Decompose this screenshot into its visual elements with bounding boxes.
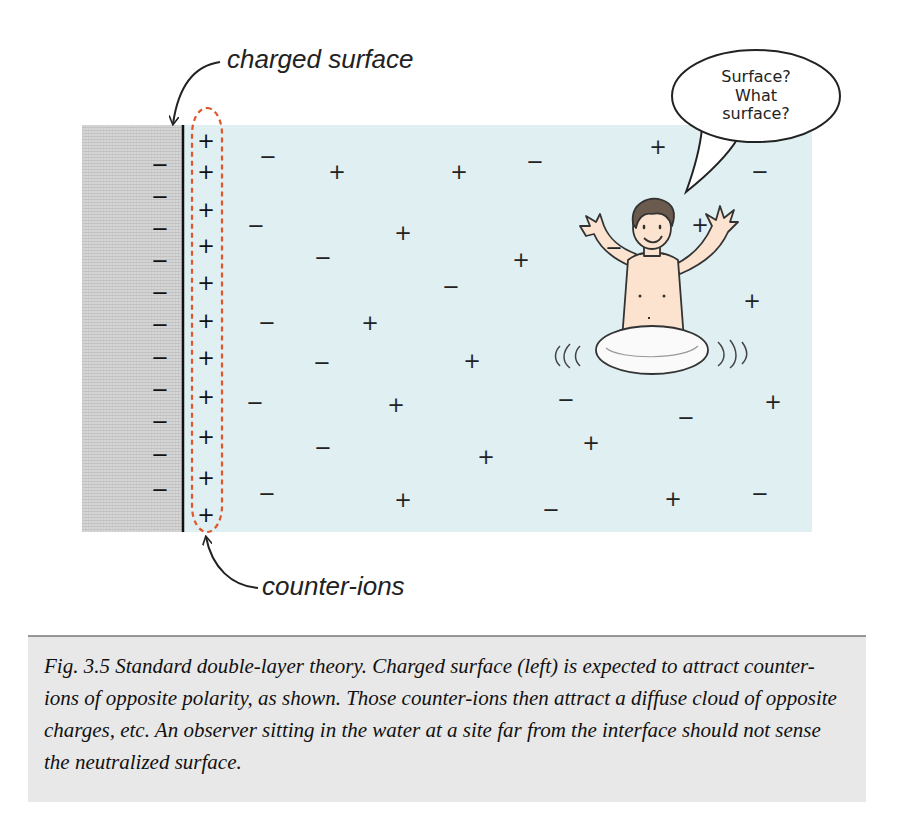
charge-sign: + xyxy=(197,200,215,221)
charge-sign: − xyxy=(151,155,169,176)
charge-sign: + xyxy=(394,223,412,244)
charge-sign: − xyxy=(151,315,169,336)
caption-rule xyxy=(28,635,866,637)
swimmer-figure xyxy=(556,199,747,374)
charge-sign: − xyxy=(151,251,169,272)
charge-sign: − xyxy=(542,500,560,521)
charge-sign: − xyxy=(246,393,264,414)
charge-sign: − xyxy=(151,348,169,369)
speech-bubble: Surface? What surface? xyxy=(670,48,842,144)
charge-sign: + xyxy=(450,162,468,183)
charge-sign: + xyxy=(197,468,215,489)
callout-label: charged surface xyxy=(227,44,413,75)
charge-sign: + xyxy=(328,162,346,183)
charge-sign: − xyxy=(677,408,695,429)
charge-sign: − xyxy=(259,147,277,168)
charge-sign: + xyxy=(394,490,412,511)
charge-sign: + xyxy=(691,215,709,236)
charge-sign: + xyxy=(664,489,682,510)
charge-sign: + xyxy=(197,427,215,448)
bubble-text: Surface? What surface? xyxy=(710,68,802,123)
charge-sign: − xyxy=(258,313,276,334)
charge-sign: + xyxy=(197,162,215,183)
figure-caption: Fig. 3.5 Standard double-layer theory. C… xyxy=(44,650,844,778)
counter-ion-layer xyxy=(192,108,222,532)
charge-sign: − xyxy=(557,390,575,411)
charge-sign: − xyxy=(151,187,169,208)
charge-sign: + xyxy=(197,348,215,369)
charge-sign: − xyxy=(605,238,623,259)
charge-sign: + xyxy=(477,447,495,468)
charge-sign: − xyxy=(442,277,460,298)
charge-sign: − xyxy=(151,445,169,466)
charge-sign: − xyxy=(313,353,331,374)
charge-sign: + xyxy=(512,250,530,271)
caption-panel xyxy=(28,636,866,802)
leader-arrow xyxy=(173,62,220,124)
charge-sign: − xyxy=(258,484,276,505)
charge-sign: + xyxy=(463,351,481,372)
charge-sign: − xyxy=(751,162,769,183)
charge-sign: + xyxy=(197,236,215,257)
surface-line xyxy=(182,125,185,532)
charge-sign: − xyxy=(526,152,544,173)
charged-wall xyxy=(82,125,183,532)
charge-sign: − xyxy=(247,216,265,237)
charge-sign: + xyxy=(743,291,761,312)
charge-sign: + xyxy=(649,137,667,158)
charge-sign: − xyxy=(314,438,332,459)
charge-sign: − xyxy=(151,283,169,304)
charge-sign: + xyxy=(387,395,405,416)
charge-sign: + xyxy=(197,131,215,152)
charge-sign: − xyxy=(151,412,169,433)
callout-label: counter-ions xyxy=(262,571,405,602)
charge-sign: − xyxy=(151,480,169,501)
charge-sign: + xyxy=(582,433,600,454)
charge-sign: + xyxy=(764,392,782,413)
charge-sign: + xyxy=(197,505,215,526)
charge-sign: + xyxy=(197,273,215,294)
charge-sign: − xyxy=(751,484,769,505)
charge-sign: + xyxy=(197,311,215,332)
charge-sign: + xyxy=(361,313,379,334)
water-region xyxy=(183,125,812,532)
charge-sign: − xyxy=(151,380,169,401)
charge-sign: − xyxy=(314,248,332,269)
charge-sign: − xyxy=(151,219,169,240)
leader-arrow xyxy=(206,537,258,588)
charge-sign: + xyxy=(197,387,215,408)
